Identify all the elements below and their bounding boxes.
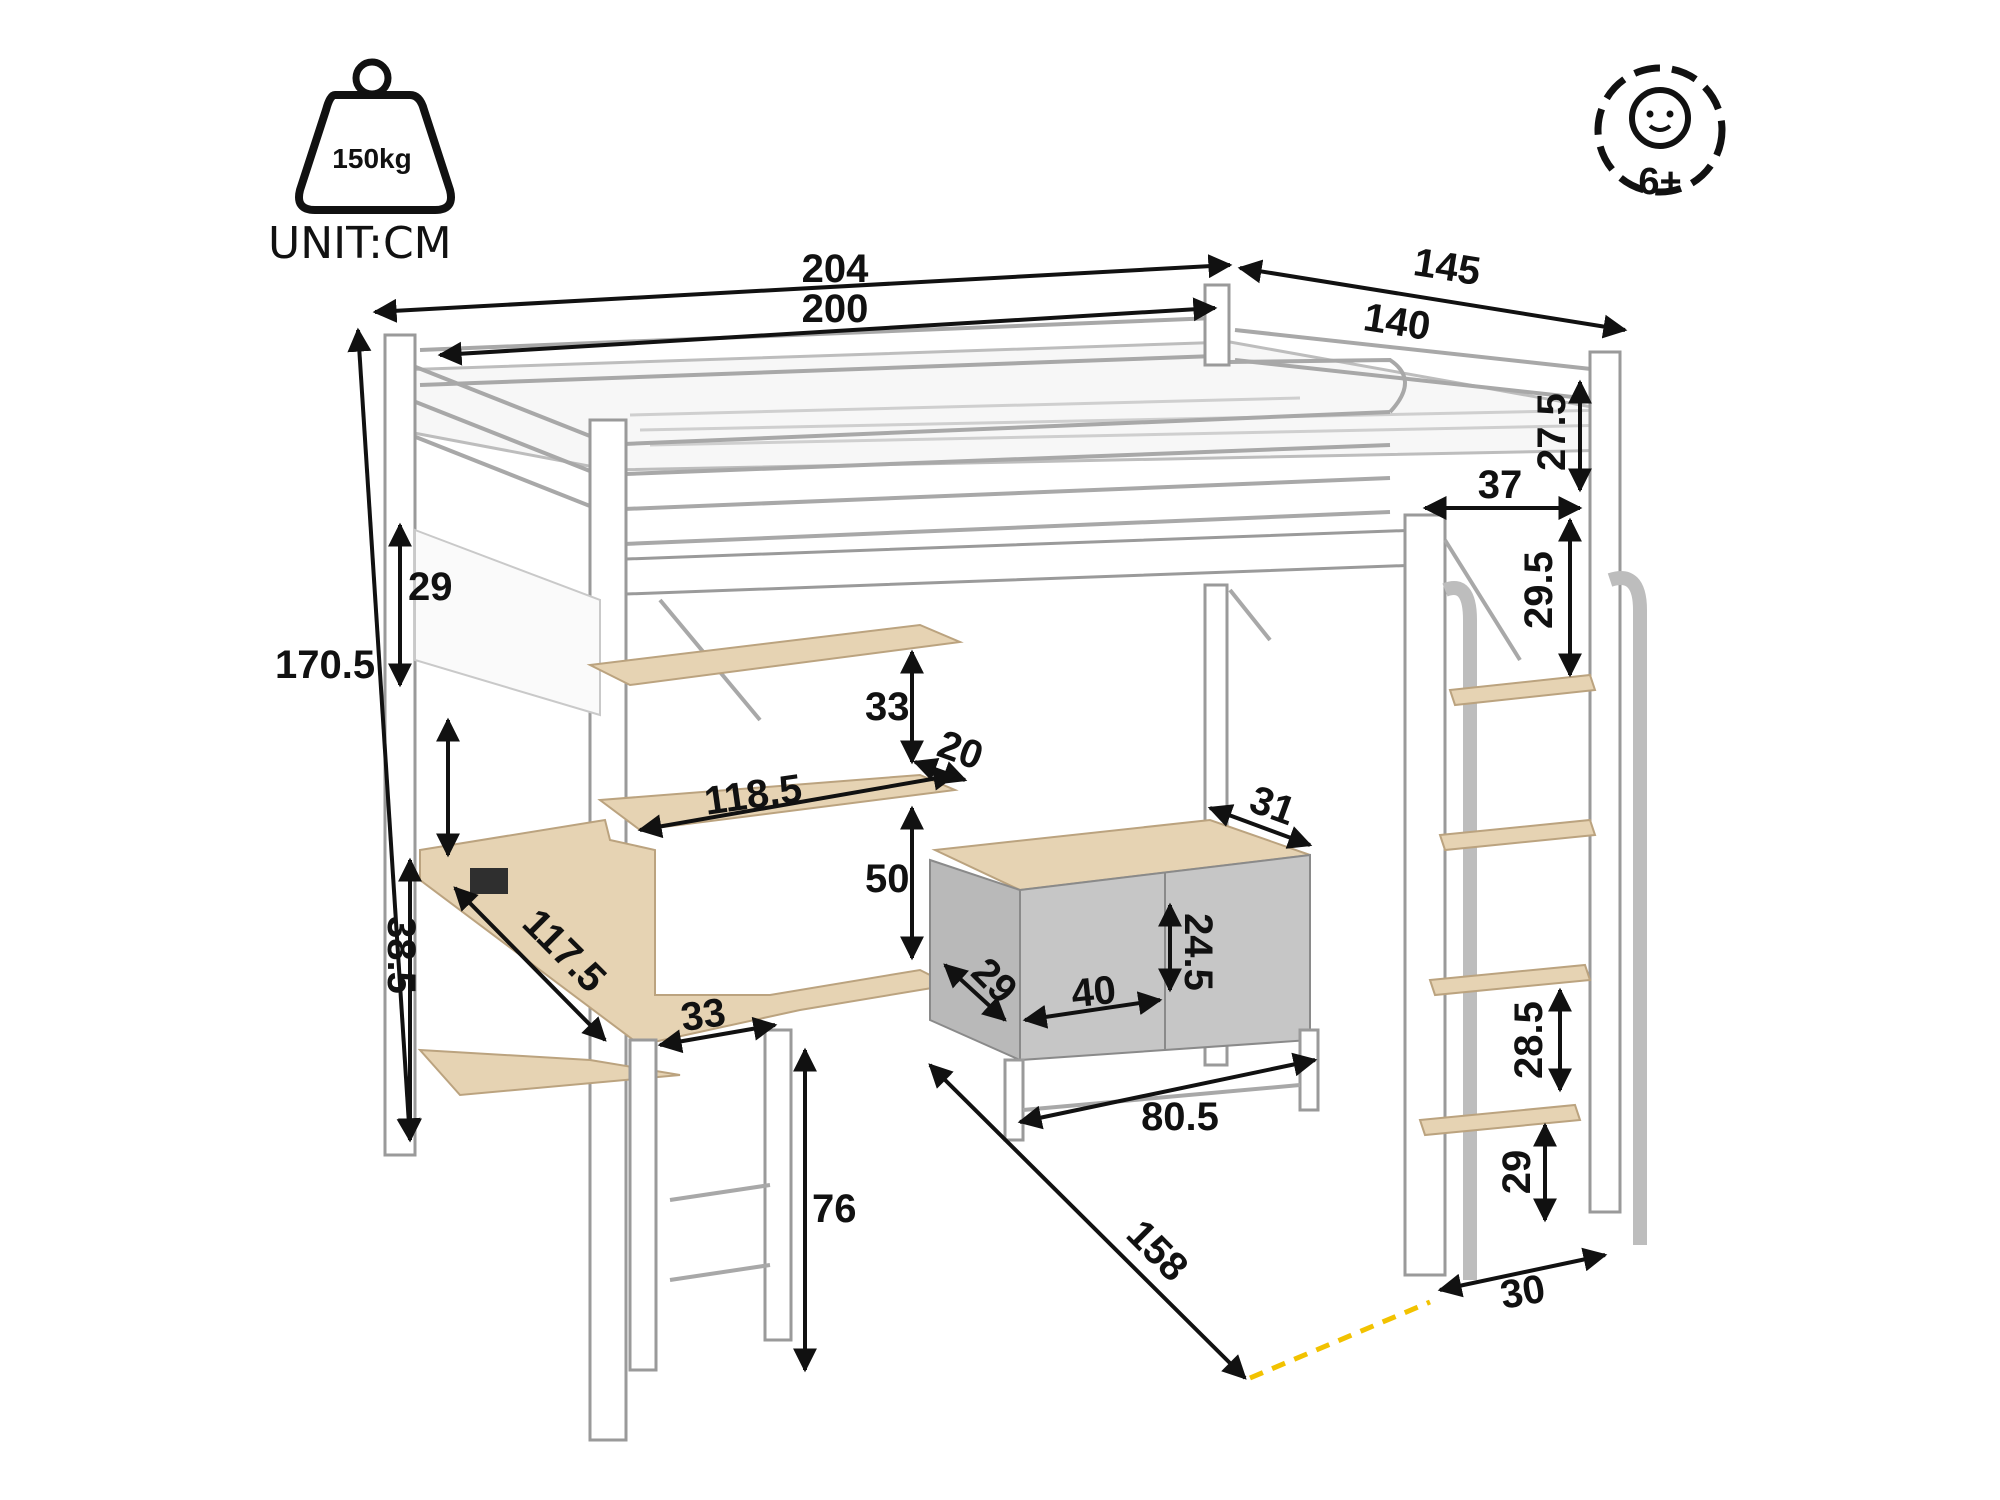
weight-icon [295,58,455,214]
dim-overall-height: 170.5 [275,643,375,687]
dim-drawer-width: 40 [1069,968,1118,1016]
dim-shelf-length: 118.5 [702,767,805,824]
dim-overall-length: 204 [802,247,869,291]
dim-guardrail-height: 27.5 [1530,393,1574,471]
desk-leg-frame [628,1028,793,1372]
lower-shelf [417,1048,681,1097]
dim-ladder-depth: 30 [1497,1267,1548,1318]
dim-ladder-width: 37 [1478,463,1523,507]
dim-desk-side-depth: 33 [678,990,728,1040]
dim-headboard-gap: 29 [408,565,453,609]
upper-shelf [586,623,964,687]
dim-ladder-step-top: 29.5 [1517,551,1561,629]
dim-mattress-width: 140 [1361,295,1434,349]
dim-overall-width: 145 [1411,240,1484,294]
age-label: 6+ [1638,161,1681,203]
dim-cabinet-width: 80.5 [1141,1095,1219,1139]
power-outlet-icon [470,868,508,894]
dim-shelf-height: 33 [865,685,910,729]
ladder-steps [1418,673,1597,1137]
dim-drawer-height: 24.5 [1176,913,1220,991]
dim-lower-shelf-height: 38.5 [379,916,423,994]
dim-desk-height: 76 [812,1187,857,1231]
dim-ladder-step-bottom: 29 [1495,1150,1539,1195]
dim-desk-gap: 50 [865,857,910,901]
unit-label: UNIT:CM [268,218,452,269]
dim-floor-diagonal: 158 [1118,1212,1196,1290]
child-face-icon [1594,64,1726,196]
dimension-arrows [347,254,1628,1381]
dim-ladder-step-mid: 28.5 [1507,1001,1551,1079]
weight-label: 150kg [332,143,411,174]
dim-mattress-length: 200 [802,287,869,331]
